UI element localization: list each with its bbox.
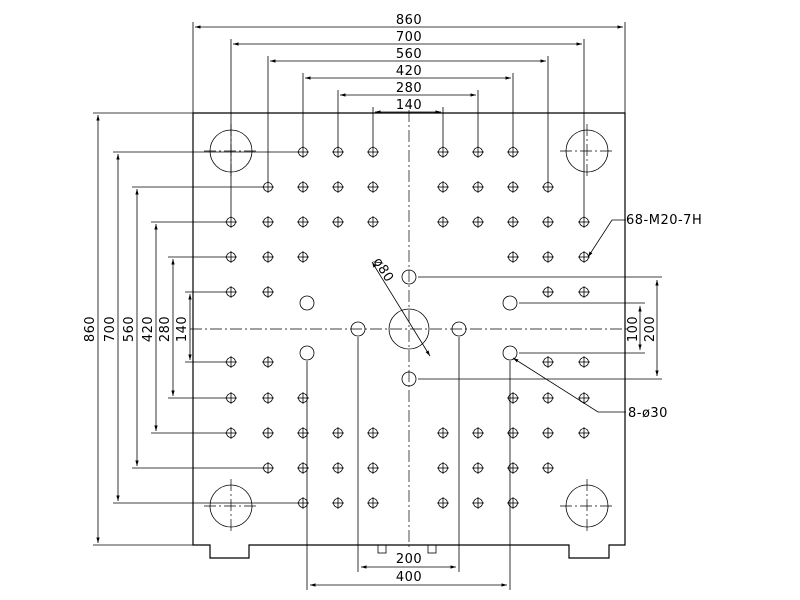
side-hole bbox=[502, 345, 518, 361]
tapped-hole bbox=[507, 427, 519, 439]
dim-top-3: 420 bbox=[396, 64, 422, 79]
dim-left-2: 560 bbox=[122, 316, 137, 342]
tapped-hole bbox=[297, 216, 309, 228]
tapped-hole bbox=[437, 181, 449, 193]
tapped-hole bbox=[578, 356, 590, 368]
tapped-hole bbox=[262, 286, 274, 298]
dim-right-outer: 200 bbox=[643, 316, 658, 342]
platen-outline bbox=[192, 112, 626, 559]
tapped-hole bbox=[367, 497, 379, 509]
tapped-hole bbox=[437, 216, 449, 228]
dim-top-0: 860 bbox=[396, 13, 422, 28]
tapped-hole bbox=[542, 462, 554, 474]
tapped-hole bbox=[367, 427, 379, 439]
dim-left-3: 420 bbox=[141, 316, 156, 342]
tapped-hole bbox=[437, 462, 449, 474]
dim-left-0: 860 bbox=[83, 316, 98, 342]
tapped-hole bbox=[437, 427, 449, 439]
tapped-hole bbox=[578, 392, 590, 404]
tapped-hole bbox=[542, 216, 554, 228]
tapped-hole bbox=[472, 216, 484, 228]
dim-left-4: 280 bbox=[158, 316, 173, 342]
tapped-hole bbox=[332, 216, 344, 228]
tapped-holes bbox=[225, 146, 590, 509]
tapped-hole bbox=[367, 181, 379, 193]
tapped-hole bbox=[472, 462, 484, 474]
tapped-hole bbox=[507, 251, 519, 263]
side-hole bbox=[401, 371, 417, 387]
dim-top-2: 560 bbox=[396, 47, 422, 62]
tapped-hole bbox=[367, 216, 379, 228]
tapped-hole bbox=[297, 251, 309, 263]
dim-top-1: 700 bbox=[396, 30, 422, 45]
tapped-hole bbox=[507, 392, 519, 404]
callout-tapped-holes: 68-M20-7H bbox=[626, 213, 702, 228]
dim-top-5: 140 bbox=[396, 98, 422, 113]
large-holes bbox=[299, 269, 518, 387]
center-lines bbox=[190, 110, 628, 548]
callout-side-holes: 8-ø30 bbox=[628, 406, 668, 421]
tapped-hole bbox=[507, 216, 519, 228]
tapped-hole bbox=[542, 356, 554, 368]
tapped-hole bbox=[332, 427, 344, 439]
side-hole bbox=[350, 321, 366, 337]
bottom-dimensions: 200 400 bbox=[306, 337, 511, 590]
side-hole bbox=[502, 295, 518, 311]
tapped-hole bbox=[507, 497, 519, 509]
tapped-hole bbox=[297, 181, 309, 193]
tapped-hole bbox=[578, 286, 590, 298]
tapped-hole bbox=[542, 251, 554, 263]
tapped-hole bbox=[472, 181, 484, 193]
tapped-hole bbox=[262, 216, 274, 228]
dim-bottom-inner: 200 bbox=[396, 552, 422, 567]
dim-left-5: 140 bbox=[175, 316, 190, 342]
tapped-hole bbox=[332, 497, 344, 509]
tapped-hole bbox=[507, 462, 519, 474]
tapped-hole bbox=[262, 251, 274, 263]
tapped-hole bbox=[332, 462, 344, 474]
tapped-hole bbox=[472, 497, 484, 509]
side-hole bbox=[451, 321, 467, 337]
tapped-hole bbox=[472, 427, 484, 439]
tapped-hole bbox=[578, 251, 590, 263]
tapped-hole bbox=[542, 286, 554, 298]
tapped-hole bbox=[437, 497, 449, 509]
tapped-hole bbox=[507, 181, 519, 193]
tapped-hole bbox=[332, 181, 344, 193]
tapped-hole bbox=[367, 462, 379, 474]
tapped-hole bbox=[578, 427, 590, 439]
dim-top-4: 280 bbox=[396, 81, 422, 96]
side-hole bbox=[299, 345, 315, 361]
top-dimensions: 860 700 560 420 280 140 bbox=[192, 13, 626, 218]
callout-center-hole: ø80 bbox=[370, 255, 396, 285]
tapped-hole bbox=[262, 427, 274, 439]
tapped-hole bbox=[542, 392, 554, 404]
tapped-hole bbox=[262, 356, 274, 368]
side-hole bbox=[299, 295, 315, 311]
dim-right-inner: 100 bbox=[626, 316, 641, 342]
tapped-hole bbox=[542, 427, 554, 439]
tapped-hole bbox=[262, 392, 274, 404]
dim-left-1: 700 bbox=[103, 316, 118, 342]
dim-bottom-outer: 400 bbox=[396, 570, 422, 585]
